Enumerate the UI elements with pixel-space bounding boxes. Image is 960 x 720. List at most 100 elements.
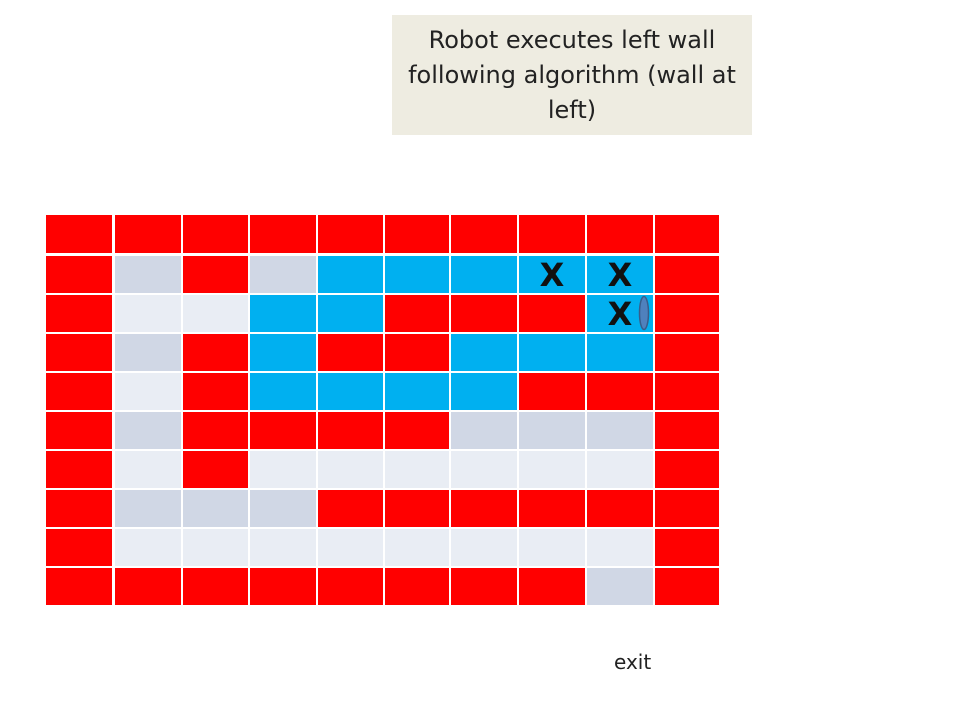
wall-cell [250, 568, 316, 605]
floor-cell [115, 451, 181, 488]
floor-cell [385, 451, 449, 488]
floor-cell [115, 412, 181, 449]
wall-cell [519, 568, 585, 605]
wall-cell [46, 256, 112, 293]
wall-cell [519, 490, 585, 527]
floor-cell [250, 490, 316, 527]
wall-cell [183, 451, 248, 488]
wall-cell [587, 373, 653, 410]
visited-cell [385, 373, 449, 410]
wall-cell [385, 334, 449, 371]
wall-cell [655, 490, 719, 527]
wall-cell [655, 256, 719, 293]
robot-icon [638, 295, 650, 331]
floor-cell [451, 412, 517, 449]
wall-cell [385, 412, 449, 449]
wall-cell [46, 529, 112, 566]
floor-cell [587, 412, 653, 449]
wall-cell [385, 568, 449, 605]
wall-cell [46, 412, 112, 449]
wall-cell [655, 529, 719, 566]
visited-cell [250, 334, 316, 371]
wall-cell [655, 373, 719, 410]
wall-cell [115, 215, 181, 253]
title-text: Robot executes left wall following algor… [408, 25, 736, 124]
visited-mark: X [607, 294, 633, 333]
floor-cell [519, 529, 585, 566]
wall-cell [519, 215, 585, 253]
wall-cell [655, 451, 719, 488]
visited-cell [318, 373, 383, 410]
floor-cell [250, 529, 316, 566]
floor-cell [451, 529, 517, 566]
visited-mark: X [539, 255, 565, 294]
visited-mark: X [607, 255, 633, 294]
wall-cell [385, 215, 449, 253]
wall-cell [318, 490, 383, 527]
wall-cell [655, 334, 719, 371]
visited-cell [519, 334, 585, 371]
wall-cell [183, 215, 248, 253]
wall-cell [183, 373, 248, 410]
floor-cell [587, 529, 653, 566]
floor-cell [451, 451, 517, 488]
wall-cell [46, 373, 112, 410]
exit-label: exit [614, 650, 652, 674]
visited-cell [519, 256, 585, 293]
wall-cell [46, 295, 112, 332]
wall-cell [183, 412, 248, 449]
wall-cell [183, 256, 248, 293]
wall-cell [451, 568, 517, 605]
wall-cell [318, 412, 383, 449]
floor-cell [115, 334, 181, 371]
floor-cell [519, 412, 585, 449]
wall-cell [519, 295, 585, 332]
title-box: Robot executes left wall following algor… [392, 15, 752, 135]
wall-cell [451, 490, 517, 527]
wall-cell [655, 295, 719, 332]
visited-cell [318, 256, 383, 293]
floor-cell [115, 490, 181, 527]
wall-cell [46, 568, 112, 605]
wall-cell [385, 295, 449, 332]
visited-cell [250, 373, 316, 410]
visited-cell [451, 334, 517, 371]
wall-cell [451, 215, 517, 253]
floor-cell [250, 451, 316, 488]
floor-cell [587, 568, 653, 605]
wall-cell [451, 295, 517, 332]
wall-cell [655, 568, 719, 605]
visited-cell [318, 295, 383, 332]
visited-cell [587, 256, 653, 293]
wall-cell [655, 215, 719, 253]
floor-cell [183, 295, 248, 332]
floor-cell [519, 451, 585, 488]
wall-cell [183, 334, 248, 371]
wall-cell [655, 412, 719, 449]
wall-cell [318, 334, 383, 371]
wall-cell [318, 215, 383, 253]
floor-cell [318, 529, 383, 566]
wall-cell [519, 373, 585, 410]
visited-cell [451, 373, 517, 410]
wall-cell [46, 215, 112, 253]
wall-cell [250, 215, 316, 253]
floor-cell [385, 529, 449, 566]
wall-cell [115, 568, 181, 605]
floor-cell [183, 490, 248, 527]
floor-cell [115, 373, 181, 410]
wall-cell [183, 568, 248, 605]
floor-cell [183, 529, 248, 566]
visited-cell [250, 295, 316, 332]
floor-cell [115, 256, 181, 293]
wall-cell [318, 568, 383, 605]
floor-cell [587, 451, 653, 488]
visited-cell [587, 334, 653, 371]
floor-cell [318, 451, 383, 488]
visited-cell [451, 256, 517, 293]
wall-cell [250, 412, 316, 449]
wall-cell [46, 334, 112, 371]
floor-cell [115, 529, 181, 566]
floor-cell [115, 295, 181, 332]
